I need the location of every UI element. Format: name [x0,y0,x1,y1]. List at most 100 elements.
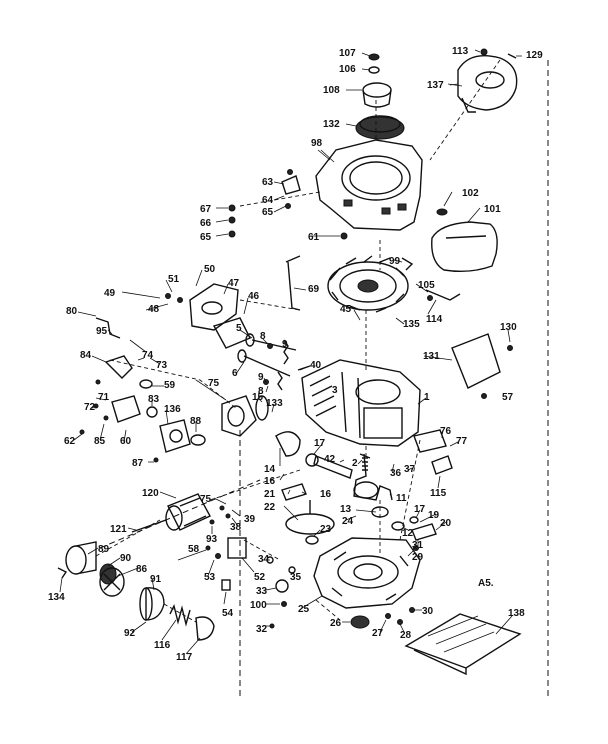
handle-129 [507,53,517,59]
part-label: 85 [94,436,106,447]
intake-84-74-73 [104,339,147,379]
tappet-23 [305,535,319,545]
part-label: 87 [132,458,144,469]
part-label: 57 [502,392,514,403]
part-label: 46 [248,291,260,302]
leader-lines [59,49,522,655]
part-label: 15 [252,392,264,403]
part-label: 90 [120,553,132,564]
shroud-part-63-64-65 [281,169,301,209]
fuel-tube-80-95 [95,317,121,339]
part-label: 52 [254,572,266,583]
part-label: 13 [340,504,352,515]
diagram-boundary-line [99,479,261,549]
screw-113 [480,48,488,56]
gasket-131 [451,333,501,389]
throttle-60-83 [111,395,158,423]
part-label: 89 [98,544,110,555]
screws-67-66-65 [228,204,236,238]
part-label: 34 [258,554,270,565]
part-label: 62 [64,436,76,447]
part-label: 69 [308,284,320,295]
rewind-starter-137 [447,55,518,113]
starter-motor-120 [165,493,211,531]
gasket-15 [255,395,269,421]
part-label: 91 [150,574,162,585]
assembly-line [429,59,501,161]
washer-106 [368,66,380,74]
blower-housing-98 [315,139,423,231]
part-label: 58 [188,544,200,555]
part-label: 75 [200,494,212,505]
corner-mark: A5. [478,578,494,589]
part-label: 21 [264,489,276,500]
bowl-gasket-88 [190,434,206,446]
part-label: 86 [136,564,148,575]
part-label: 63 [262,177,274,188]
brush-90 [99,563,117,585]
part-label: 50 [204,264,216,275]
part-label: 108 [323,85,340,96]
part-label: 54 [222,608,234,619]
part-label: 14 [264,464,276,475]
assembly-line [209,469,301,501]
part-label: 1 [424,392,430,403]
part-label: 8 [258,386,264,397]
part-label: 17 [414,504,426,515]
part-label: 131 [423,351,440,362]
part-label: 9 [258,372,264,383]
part-label: 26 [330,618,342,629]
part-label: 38 [230,522,242,533]
connecting-rod-42 [305,453,353,479]
part-label: 22 [264,502,276,513]
part-label: 39 [244,514,256,525]
part-label: 49 [104,288,116,299]
part-label: 5 [236,323,242,334]
muffler-101 [431,208,498,273]
part-label: 9 [282,339,288,350]
screw-61 [340,232,348,240]
part-label: 99 [389,256,401,267]
part-label: 60 [120,436,132,447]
part-label: 105 [418,280,435,291]
part-label: 20 [440,518,452,529]
part-label: 138 [508,608,525,619]
part-label: 17 [314,438,326,449]
part-label: 6 [232,368,238,379]
part-label: 24 [342,516,354,527]
assembly-line [239,191,321,207]
starter-cup-108 [362,82,392,108]
part-label: 116 [154,640,171,651]
part-label: 88 [190,416,202,427]
screw-57 [481,393,487,399]
part-label: 114 [426,314,443,325]
part-label: 65 [262,207,274,218]
part-label: 75 [208,378,220,389]
control-bracket-69 [285,255,301,311]
part-label: 130 [500,322,517,333]
part-label: 53 [204,572,216,583]
part-label: 129 [526,50,543,61]
screw-130 [507,345,513,351]
assembly-line [399,439,421,541]
assembly-line [95,519,161,557]
gasket-46 [212,317,251,349]
part-label: 135 [403,319,420,330]
part-label: 66 [200,218,212,229]
part-label: 40 [310,360,322,371]
part-label: 107 [339,48,356,59]
part-label: 136 [164,404,181,415]
part-label: 42 [324,454,336,465]
part-label: 16 [320,489,332,500]
part-label: 73 [156,360,168,371]
dipstick-19-20-31-29 [411,523,437,551]
part-label: 117 [176,652,193,663]
part-label: 84 [80,350,92,361]
part-label: 95 [96,326,108,337]
flywheel-135 [327,255,409,313]
carburetor-body-136 [159,419,191,453]
starter-bolt-121 [131,519,167,533]
part-label: 16 [264,476,276,487]
part-label: 45 [340,304,352,315]
part-label: 48 [148,304,160,315]
